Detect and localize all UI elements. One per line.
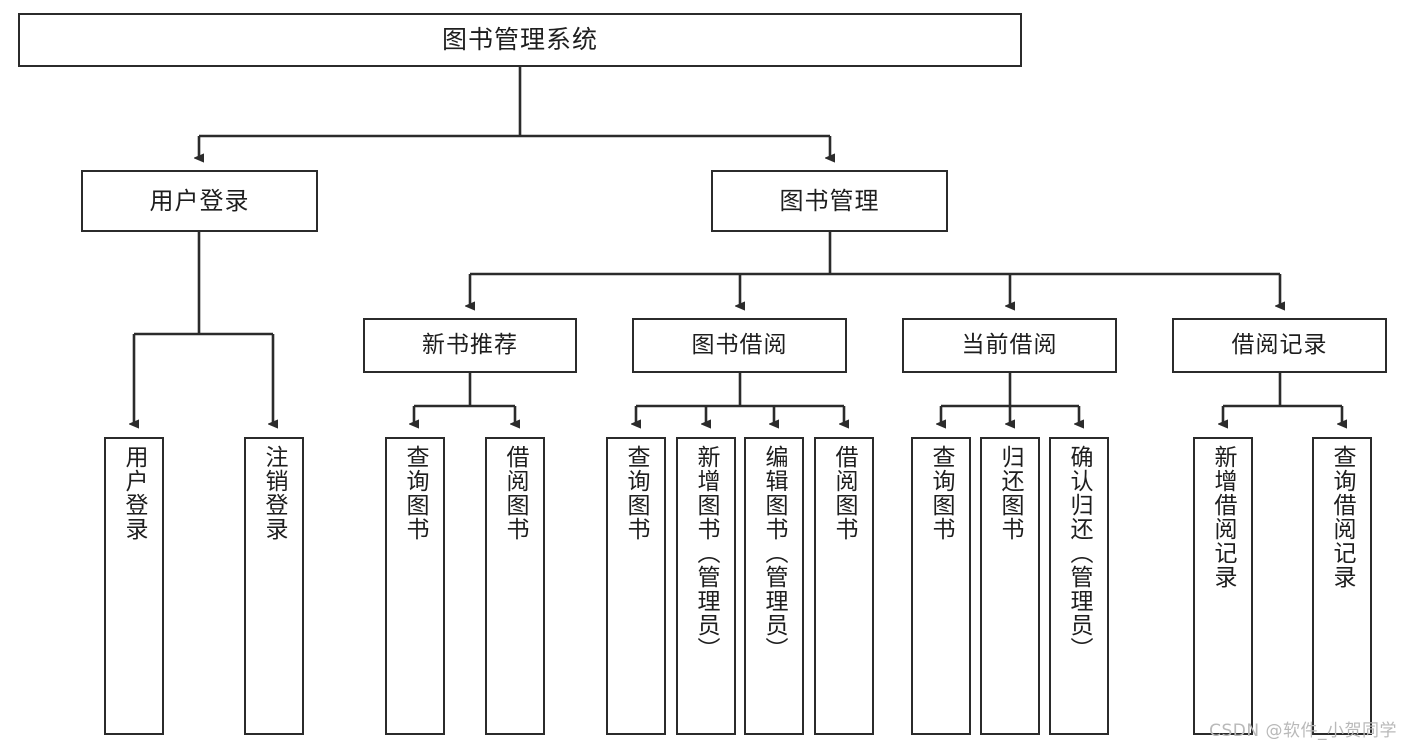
node-leaf-user-login-label: 用户登录 [121, 445, 148, 541]
node-leaf-add-record[interactable]: 新增借阅记录 [1193, 437, 1253, 735]
node-leaf-add-book[interactable]: 新增图书（管理员） [676, 437, 736, 735]
node-user-login-label: 用户登录 [149, 186, 250, 215]
node-borrow-record[interactable]: 借阅记录 [1172, 318, 1387, 373]
node-leaf-return-book[interactable]: 归还图书 [980, 437, 1040, 735]
node-leaf-logout-login[interactable]: 注销登录 [244, 437, 304, 735]
node-leaf-borrow-book-2[interactable]: 借阅图书 [814, 437, 874, 735]
node-leaf-confirm-return-label: 确认归还（管理员） [1066, 445, 1093, 661]
node-leaf-return-book-label: 归还图书 [997, 445, 1024, 541]
node-book-borrow-label: 图书借阅 [691, 331, 788, 358]
node-leaf-query-book-1[interactable]: 查询图书 [385, 437, 445, 735]
node-current-borrow-label: 当前借阅 [961, 331, 1058, 358]
node-leaf-query-record-label: 查询借阅记录 [1329, 445, 1356, 589]
node-user-login[interactable]: 用户登录 [81, 170, 318, 232]
node-leaf-query-record[interactable]: 查询借阅记录 [1312, 437, 1372, 735]
node-book-borrow[interactable]: 图书借阅 [632, 318, 847, 373]
node-leaf-user-login[interactable]: 用户登录 [104, 437, 164, 735]
node-borrow-record-label: 借阅记录 [1231, 331, 1328, 358]
node-leaf-borrow-book-2-label: 借阅图书 [831, 445, 858, 541]
node-root[interactable]: 图书管理系统 [18, 13, 1022, 67]
node-leaf-query-book-3-label: 查询图书 [928, 445, 955, 541]
node-leaf-confirm-return[interactable]: 确认归还（管理员） [1049, 437, 1109, 735]
node-leaf-edit-book-label: 编辑图书（管理员） [761, 445, 788, 661]
node-leaf-borrow-book-1[interactable]: 借阅图书 [485, 437, 545, 735]
node-leaf-add-record-label: 新增借阅记录 [1210, 445, 1237, 589]
node-new-book-recommend-label: 新书推荐 [422, 331, 518, 358]
node-leaf-query-book-1-label: 查询图书 [402, 445, 429, 541]
node-leaf-query-book-2[interactable]: 查询图书 [606, 437, 666, 735]
node-leaf-query-book-2-label: 查询图书 [623, 445, 650, 541]
node-book-manage[interactable]: 图书管理 [711, 170, 948, 232]
node-leaf-edit-book[interactable]: 编辑图书（管理员） [744, 437, 804, 735]
node-leaf-logout-login-label: 注销登录 [261, 445, 288, 541]
node-leaf-borrow-book-1-label: 借阅图书 [502, 445, 529, 541]
node-current-borrow[interactable]: 当前借阅 [902, 318, 1117, 373]
watermark-text: CSDN @软件_小贺同学 [1209, 721, 1397, 741]
node-new-book-recommend[interactable]: 新书推荐 [363, 318, 577, 373]
node-book-manage-label: 图书管理 [779, 186, 880, 215]
node-leaf-add-book-label: 新增图书（管理员） [693, 445, 720, 661]
node-leaf-query-book-3[interactable]: 查询图书 [911, 437, 971, 735]
node-root-label: 图书管理系统 [441, 25, 598, 54]
